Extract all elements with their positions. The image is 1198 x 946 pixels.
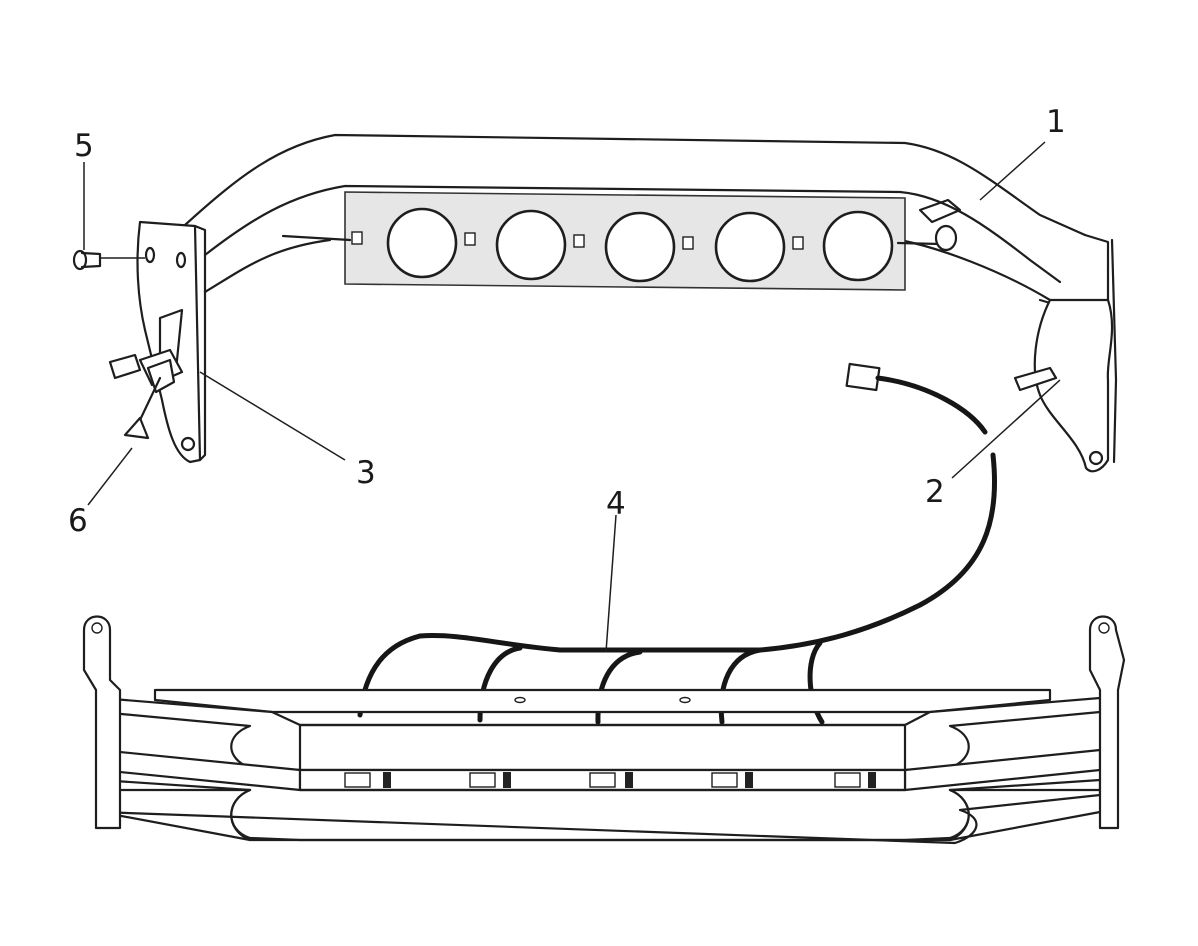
leader-lines [83,141,1061,653]
callout-2: 2 [925,474,945,510]
callout-6: 6 [68,503,88,539]
leader-3 [199,371,346,461]
right-bracket [1013,238,1118,473]
leader-6 [87,447,133,506]
bumper-clamps [344,772,876,788]
callout-4: 4 [606,486,626,522]
lamp-4 [714,211,786,283]
mount-clip [108,308,184,440]
lamp-1 [386,207,458,279]
leader-4 [605,514,617,653]
lamp-2 [495,209,567,281]
lamp-3 [604,211,676,283]
bumper-assembly [82,615,1126,845]
callout-1: 1 [1046,104,1066,140]
bolt [72,249,145,271]
callout-3: 3 [356,455,376,491]
callout-labels: 1 2 3 4 5 6 [68,104,1066,539]
callout-5: 5 [74,128,94,164]
light-panel [281,191,962,291]
leader-2 [951,379,1061,479]
lamp-5 [822,210,894,282]
leader-1 [979,141,1046,201]
wire-harness [357,362,998,725]
